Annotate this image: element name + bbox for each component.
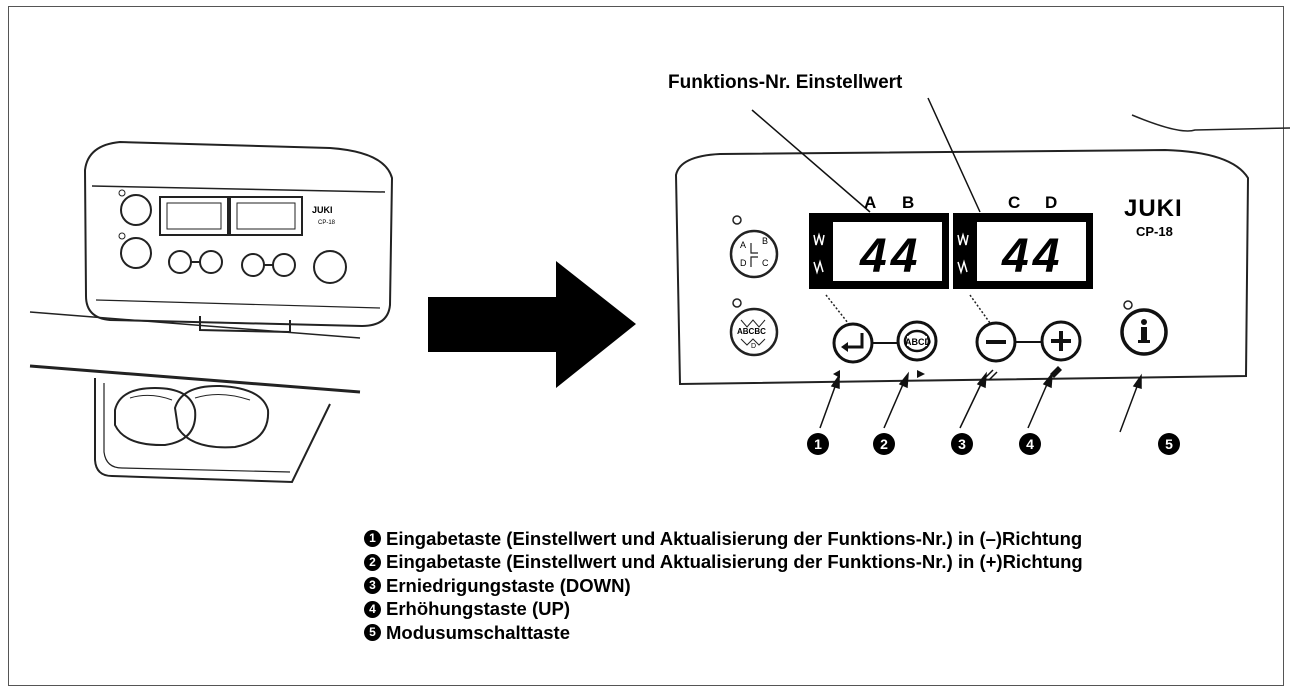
callout-marker-2: 2 [873, 433, 895, 455]
up-button[interactable] [1040, 320, 1082, 362]
pattern-select-button-1[interactable]: A B D C [729, 215, 779, 279]
panel-model-label: CP-18 [1136, 224, 1173, 239]
letter-b: B [902, 193, 914, 212]
legend-number: 3 [364, 577, 381, 595]
setting-value-value: 44 [1001, 230, 1063, 283]
display-title-label: Funktions-Nr. Einstellwert [668, 72, 903, 93]
svg-text:A: A [740, 240, 746, 250]
svg-text:D: D [740, 258, 747, 268]
callout-marker-1: 1 [807, 433, 829, 455]
small-device-illustration [29, 140, 394, 484]
letter-c: C [1008, 193, 1020, 212]
down-button[interactable] [975, 321, 1017, 363]
enter-arrow-icon [846, 333, 864, 349]
svg-text:ABCBC: ABCBC [737, 327, 766, 336]
enter-plus-button[interactable]: ABCD [896, 320, 938, 362]
legend-text: Eingabetaste (Einstellwert und Aktualisi… [386, 551, 1083, 573]
legend-text: Erhöhungstaste (UP) [386, 598, 570, 620]
letter-a: A [864, 193, 876, 212]
legend-number: 1 [364, 530, 381, 548]
svg-text:C: C [762, 258, 769, 268]
panel-brand-logo: JUKI [1124, 195, 1183, 222]
legend-text: Modusumschalttaste [386, 621, 571, 643]
diagram-frame [8, 6, 1284, 686]
svg-text:4: 4 [1026, 436, 1034, 452]
svg-text:1: 1 [814, 436, 822, 452]
svg-text:D: D [751, 343, 756, 350]
legend-item: 3 Erniedrigungstaste (DOWN) [364, 574, 1083, 598]
small-device-model: CP-18 [318, 220, 336, 226]
callout-pointers [819, 371, 1142, 433]
legend-item: 4 Erhöhungstaste (UP) [364, 598, 1083, 622]
button-legend: 1 Eingabetaste (Einstellwert und Aktuali… [364, 527, 1083, 645]
legend-text: Erniedrigungstaste (DOWN) [386, 574, 631, 596]
svg-text:3: 3 [958, 436, 966, 452]
mode-switch-button[interactable] [1120, 300, 1168, 356]
svg-text:5: 5 [1165, 436, 1173, 452]
info-icon [1138, 319, 1150, 343]
letter-d: D [1045, 193, 1057, 212]
svg-text:B: B [762, 236, 768, 246]
pattern-select-button-2[interactable]: ABCBC D [729, 298, 779, 357]
legend-text: Eingabetaste (Einstellwert und Aktualisi… [386, 527, 1083, 549]
small-device-brand: JUKI [312, 205, 333, 215]
legend-number: 4 [364, 600, 381, 618]
callout-marker-5: 5 [1158, 433, 1180, 455]
legend-number: 5 [364, 624, 381, 642]
enter-minus-button[interactable] [832, 322, 874, 364]
legend-item: 5 Modusumschalttaste [364, 621, 1083, 645]
callout-marker-3: 3 [951, 433, 973, 455]
legend-item: 1 Eingabetaste (Einstellwert und Aktuali… [364, 527, 1083, 551]
svg-text:ABCD: ABCD [905, 337, 931, 347]
function-number-display [809, 213, 949, 289]
abcd-cycle-icon: ABCD [903, 329, 931, 353]
legend-number: 2 [364, 553, 381, 571]
legend-item: 2 Eingabetaste (Einstellwert und Aktuali… [364, 551, 1083, 575]
callout-marker-4: 4 [1019, 433, 1041, 455]
pointing-arrow [428, 261, 636, 388]
plus-icon [1051, 331, 1071, 351]
svg-text:2: 2 [880, 436, 888, 452]
function-number-value: 44 [859, 230, 921, 283]
setting-value-display [953, 213, 1093, 289]
